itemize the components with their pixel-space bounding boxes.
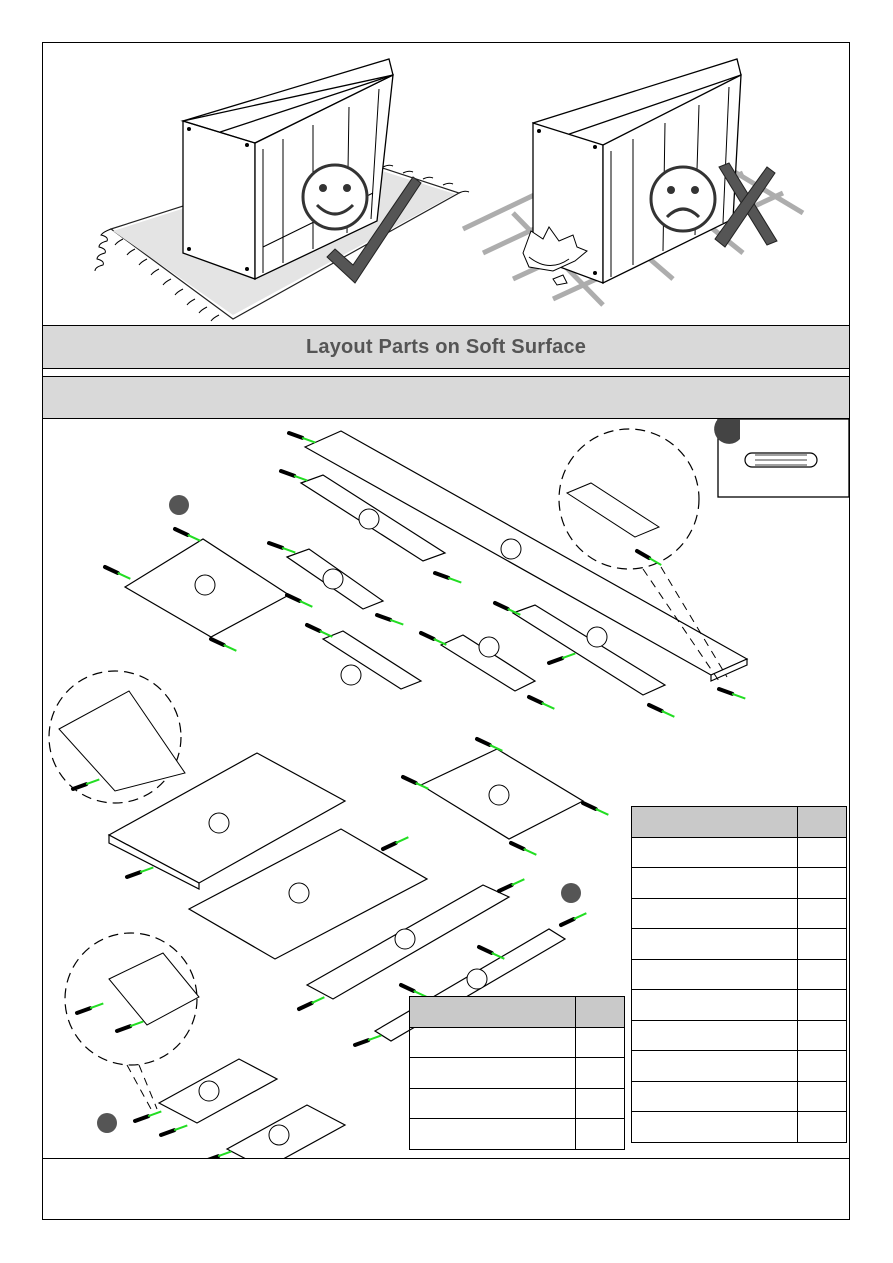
wooden-dowel-icon xyxy=(744,452,818,468)
part-panel-d xyxy=(187,828,429,960)
detail-callout-left xyxy=(48,670,186,804)
sad-face-icon xyxy=(649,165,717,233)
footer-divider xyxy=(43,1158,849,1159)
part-shelf-g xyxy=(97,1058,279,1137)
detail-callout-bottom xyxy=(64,932,200,1110)
soft-rug-scene xyxy=(94,58,470,322)
parts-list-table-right xyxy=(631,806,847,1143)
detail-callout-top xyxy=(558,428,728,682)
check-mark-icon xyxy=(326,176,422,284)
part-block xyxy=(305,623,423,690)
part-rail-mid xyxy=(267,541,406,627)
parts-layout-diagram xyxy=(48,419,849,1159)
part-rail-right xyxy=(493,601,677,719)
surface-comparison-illustration xyxy=(94,58,805,322)
section-title-bar: Layout Parts on Soft Surface xyxy=(43,325,849,369)
blank-heading-bar xyxy=(43,376,849,419)
page-title: Layout Parts on Soft Surface xyxy=(305,335,587,358)
parts-list-table-bottom xyxy=(409,996,625,1150)
part-shelf-h xyxy=(203,1104,347,1159)
part-panel-a xyxy=(103,495,315,653)
part-rail-upper xyxy=(279,469,464,585)
cross-mark-icon xyxy=(714,162,778,248)
dowel-legend-box xyxy=(714,419,849,498)
smiley-face-icon xyxy=(301,163,369,231)
part-shelf-e xyxy=(297,877,527,1011)
part-panel-c xyxy=(107,752,347,890)
hard-floor-scene xyxy=(461,58,805,307)
part-rail-short xyxy=(419,631,557,711)
part-long-rail xyxy=(287,430,749,701)
instruction-page: Layout Parts on Soft Surface xyxy=(42,42,850,1220)
part-panel-b xyxy=(401,737,611,857)
